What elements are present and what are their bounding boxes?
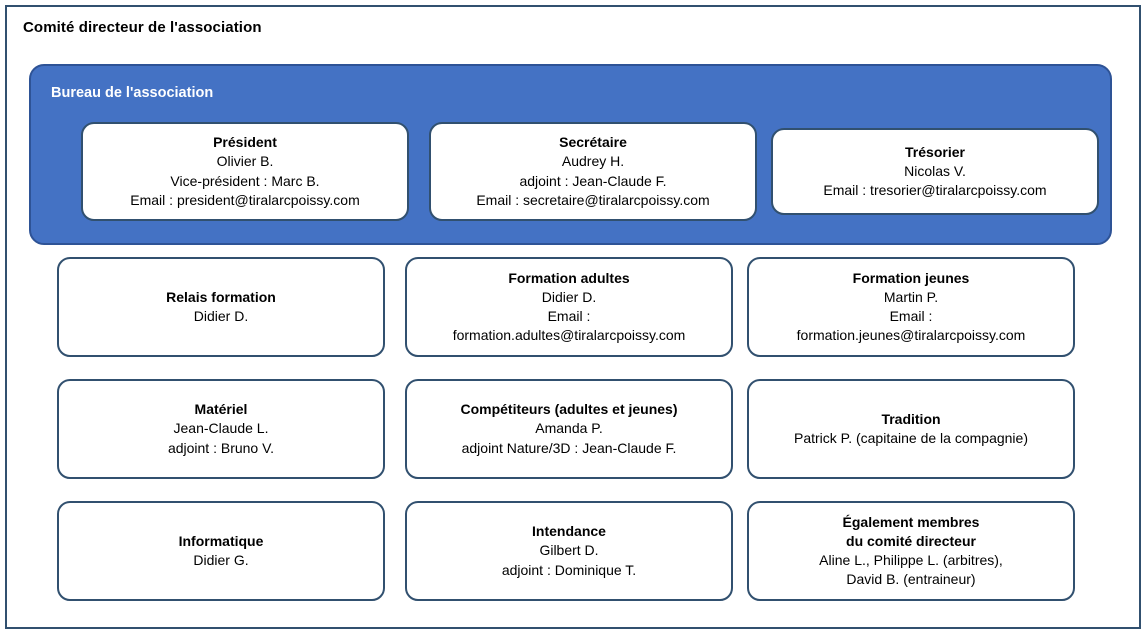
card-line: formation.jeunes@tiralarcpoissy.com [796,327,1026,344]
card-line: David B. (entraineur) [846,571,976,588]
card-line: adjoint : Dominique T. [501,561,637,578]
card-line: Martin P. [883,288,939,305]
card-title: Tradition [881,410,941,427]
card-line: Didier D. [193,308,249,324]
card-tresorier[interactable]: Trésorier Nicolas V. Email : tresorier@t… [771,128,1099,215]
card-line: Olivier B. [216,153,274,170]
card-president[interactable]: Président Olivier B. Vice-président : Ma… [81,122,409,221]
bureau-panel-title: Bureau de l'association [51,85,214,101]
card-line: Jean-Claude L. [173,420,269,437]
card-line: adjoint Nature/3D : Jean-Claude F. [461,439,677,456]
card-title: Intendance [532,523,606,540]
card-materiel[interactable]: Matériel Jean-Claude L. adjoint : Bruno … [57,379,385,479]
card-tradition[interactable]: Tradition Patrick P. (capitaine de la co… [747,379,1075,479]
card-line: Email : secretaire@tiralarcpoissy.com [476,191,710,208]
card-line: adjoint : Bruno V. [167,439,275,456]
card-informatique[interactable]: Informatique Didier G. [57,501,385,601]
card-line: Email : president@tiralarcpoissy.com [130,191,360,208]
card-title: Président [213,134,277,151]
card-competiteurs[interactable]: Compétiteurs (adultes et jeunes) Amanda … [405,379,733,479]
card-line: Didier G. [193,552,249,568]
card-line: Email : [547,308,591,324]
card-title: Formation jeunes [852,269,970,286]
card-line: Nicolas V. [904,162,966,179]
card-title: Formation adultes [508,269,630,286]
card-line: Amanda P. [535,420,603,437]
card-line: adjoint : Jean-Claude F. [519,172,667,189]
card-formation-jeunes[interactable]: Formation jeunes Martin P. Email : forma… [747,257,1075,357]
card-egalement-membres[interactable]: Également membres du comité directeur Al… [747,501,1075,601]
card-line: Didier D. [541,288,597,305]
card-secretaire[interactable]: Secrétaire Audrey H. adjoint : Jean-Clau… [429,122,757,221]
card-line: Patrick P. (capitaine de la compagnie) [794,430,1028,446]
card-formation-adultes[interactable]: Formation adultes Didier D. Email : form… [405,257,733,357]
card-line: formation.adultes@tiralarcpoissy.com [452,327,686,344]
card-intendance[interactable]: Intendance Gilbert D. adjoint : Dominiqu… [405,501,733,601]
card-title: Trésorier [905,143,965,160]
card-line: Audrey H. [561,153,625,170]
card-relais-formation[interactable]: Relais formation Didier D. [57,257,385,357]
card-title: Informatique [178,532,264,549]
card-title: Relais formation [166,288,276,305]
diagram-frame: Comité directeur de l'association Bureau… [5,5,1141,629]
card-title: Secrétaire [559,134,627,151]
card-line: Gilbert D. [539,542,599,559]
card-line: Vice-président : Marc B. [170,172,320,189]
bureau-panel: Bureau de l'association Président Olivie… [29,64,1112,245]
card-line: Aline L., Philippe L. (arbitres), [819,552,1003,568]
card-line: Email : tresorier@tiralarcpoissy.com [823,182,1047,199]
page-title: Comité directeur de l'association [23,19,262,36]
card-title: Également membres du comité directeur [842,513,980,549]
card-title: Matériel [194,401,248,418]
card-line: Email : [889,308,933,324]
card-title: Compétiteurs (adultes et jeunes) [460,401,678,418]
